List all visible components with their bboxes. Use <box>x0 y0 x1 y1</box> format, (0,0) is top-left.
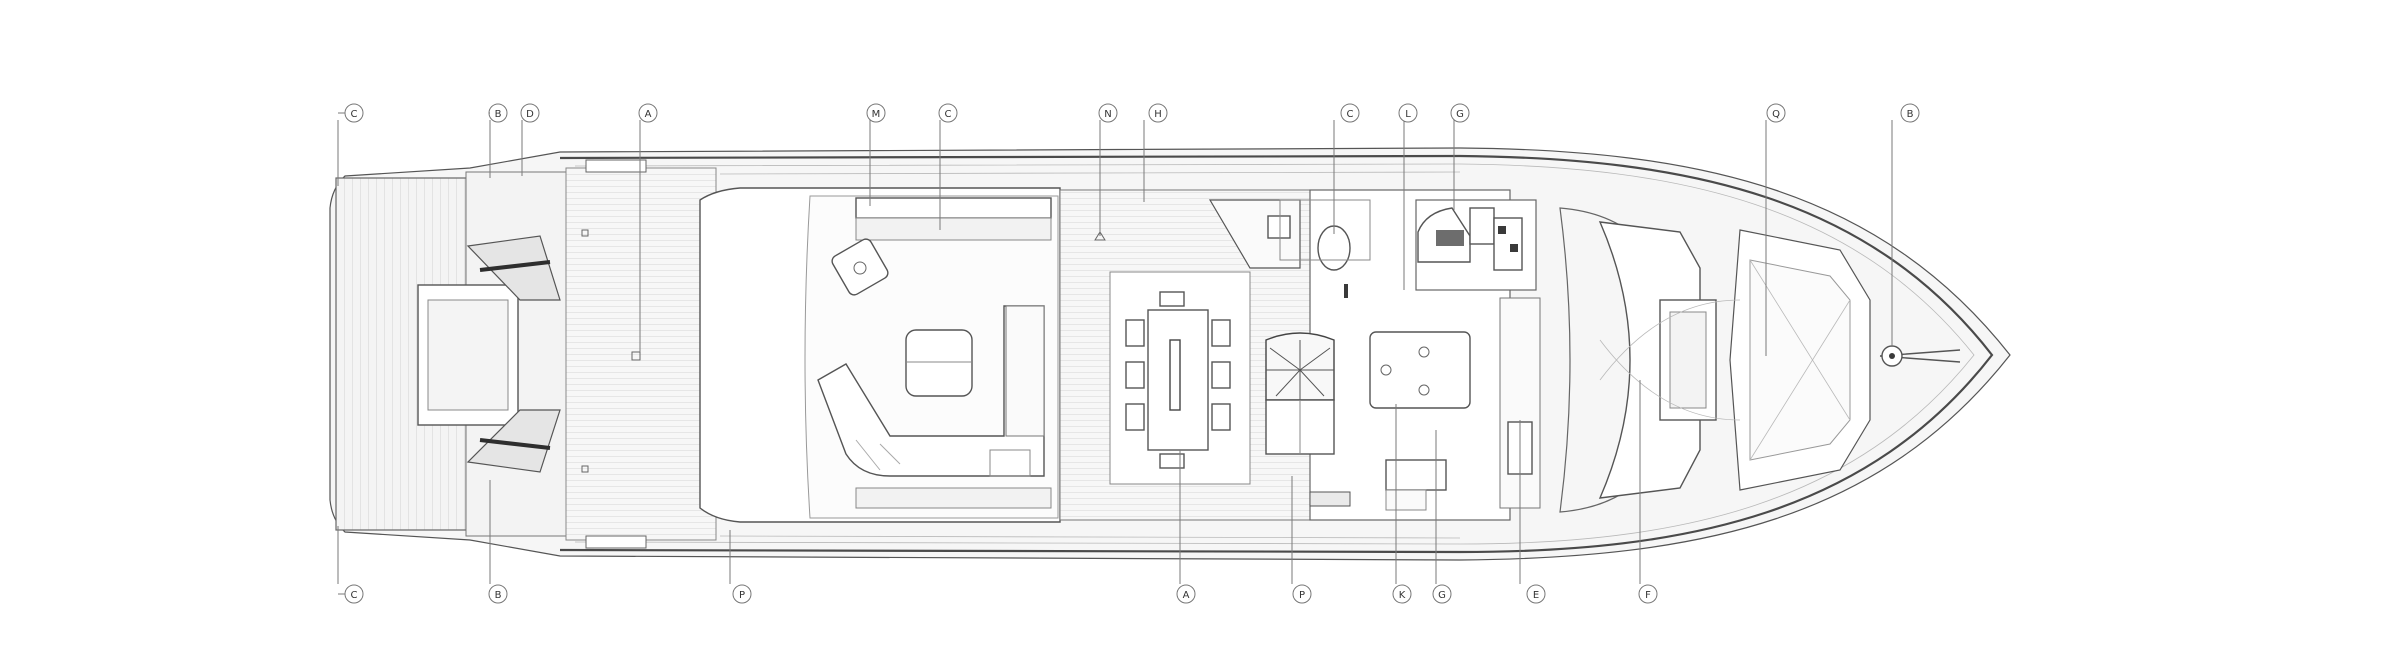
callout-bubble: C <box>1340 103 1360 123</box>
callout-label: H <box>1154 109 1162 120</box>
callouts-top: C B D A M C N H C L G Q B <box>344 103 1920 123</box>
callout-bubble: B <box>488 103 508 123</box>
side-decks <box>585 159 1461 549</box>
callout-bubble: C <box>938 103 958 123</box>
callout-bubble: C <box>344 103 364 123</box>
callout-bubble: Q <box>1766 103 1786 123</box>
callout-bubble: G <box>1450 103 1470 123</box>
callout-bubble: L <box>1398 103 1418 123</box>
callout-label: C <box>351 109 358 120</box>
callout-bubble: P <box>732 584 752 604</box>
callout-bubble: N <box>1098 103 1118 123</box>
callout-bubble: B <box>488 584 508 604</box>
callout-bubble: M <box>866 103 886 123</box>
callout-label: N <box>1104 109 1111 120</box>
callout-bubble: B <box>1900 103 1920 123</box>
callout-label: C <box>945 109 952 120</box>
callout-leaders <box>337 120 1893 584</box>
callout-label: E <box>1533 590 1539 601</box>
callout-bubble: D <box>520 103 540 123</box>
callout-label: L <box>1405 109 1411 120</box>
callout-bubble: E <box>1526 584 1546 604</box>
callout-bubble: C <box>344 584 364 604</box>
callout-bubble: A <box>638 103 658 123</box>
callout-bubble: F <box>1638 584 1658 604</box>
callout-label: B <box>495 109 502 120</box>
callout-bubble: H <box>1148 103 1168 123</box>
callout-stubs <box>338 112 490 595</box>
callout-label: C <box>1347 109 1354 120</box>
callout-label: C <box>351 590 358 601</box>
foredeck <box>1559 207 1961 513</box>
callout-label: K <box>1399 590 1406 601</box>
callouts-bottom: C B P A P K G E F <box>344 584 1658 604</box>
callout-label: D <box>526 109 534 120</box>
callout-label: G <box>1456 109 1464 120</box>
callout-label: A <box>1183 590 1190 601</box>
callout-label: P <box>1299 590 1305 601</box>
callout-label: G <box>1438 590 1446 601</box>
callout-label: Q <box>1772 109 1780 120</box>
callout-bubble: P <box>1292 584 1312 604</box>
callout-bubble: A <box>1176 584 1196 604</box>
callout-label: B <box>1907 109 1914 120</box>
callout-bubble: K <box>1392 584 1412 604</box>
callout-label: P <box>739 590 745 601</box>
callout-label: A <box>645 109 652 120</box>
callout-label: M <box>872 109 881 120</box>
aft-deck <box>417 167 717 541</box>
salon <box>699 187 1061 523</box>
callout-label: B <box>495 590 502 601</box>
callout-label: F <box>1645 590 1651 601</box>
callout-bubble: G <box>1432 584 1452 604</box>
